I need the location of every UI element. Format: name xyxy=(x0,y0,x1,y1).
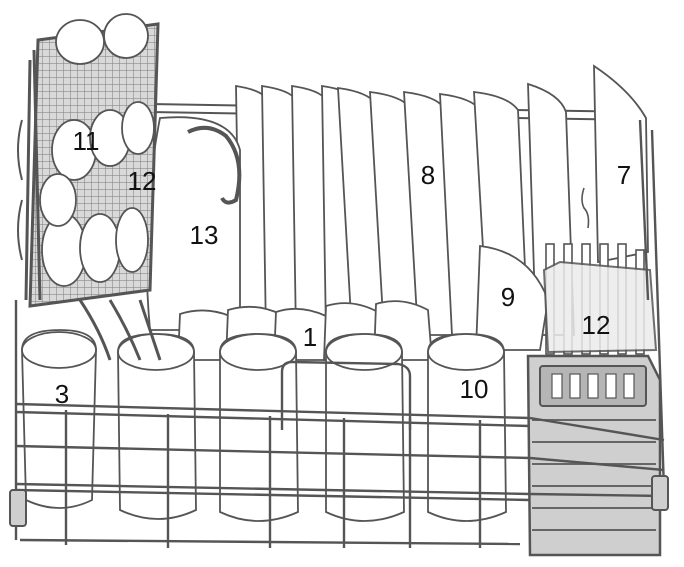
cutlery-basket-right xyxy=(528,244,660,555)
label-12-right: 12 xyxy=(582,310,611,340)
label-12-left: 12 xyxy=(128,166,157,196)
cup-item xyxy=(22,330,96,508)
cutlery-basket-left xyxy=(18,14,158,306)
label-13: 13 xyxy=(190,220,219,250)
label-7: 7 xyxy=(617,160,631,190)
label-11: 11 xyxy=(73,126,100,156)
label-10: 10 xyxy=(460,374,489,404)
label-3: 3 xyxy=(55,379,69,409)
label-8: 8 xyxy=(421,160,435,190)
rack-wheel xyxy=(652,476,668,510)
rack-wheel xyxy=(10,490,26,526)
spoon-item xyxy=(582,188,589,228)
label-1: 1 xyxy=(303,322,317,352)
label-9: 9 xyxy=(501,282,515,312)
